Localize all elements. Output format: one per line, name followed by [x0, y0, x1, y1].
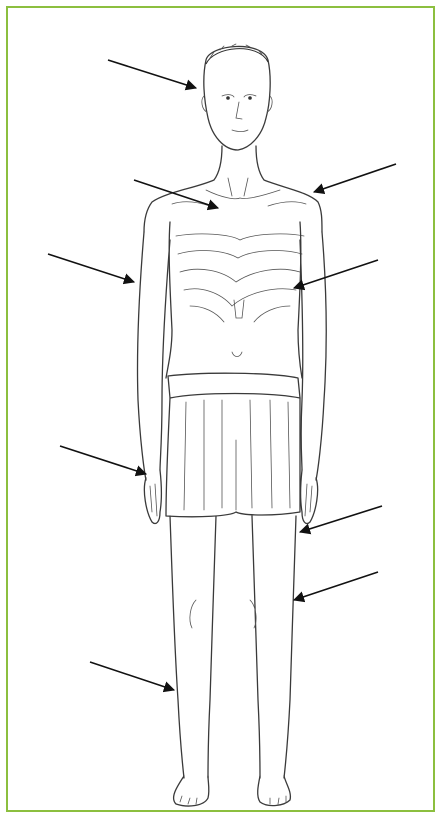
arrow-left-shin	[90, 662, 174, 690]
arrow-right-knee	[294, 572, 378, 600]
shorts-drawing	[166, 373, 300, 517]
legs-drawing	[170, 516, 296, 806]
arrow-left-wrist	[60, 446, 146, 474]
arrow-head	[108, 60, 196, 88]
arrow-left-upper-arm	[48, 254, 134, 282]
arrow-ribs	[294, 260, 378, 288]
torso-drawing	[137, 146, 326, 524]
arrow-right-shoulder	[314, 164, 396, 192]
head-drawing	[202, 44, 272, 150]
arrow-neck-collarbone	[134, 180, 218, 208]
